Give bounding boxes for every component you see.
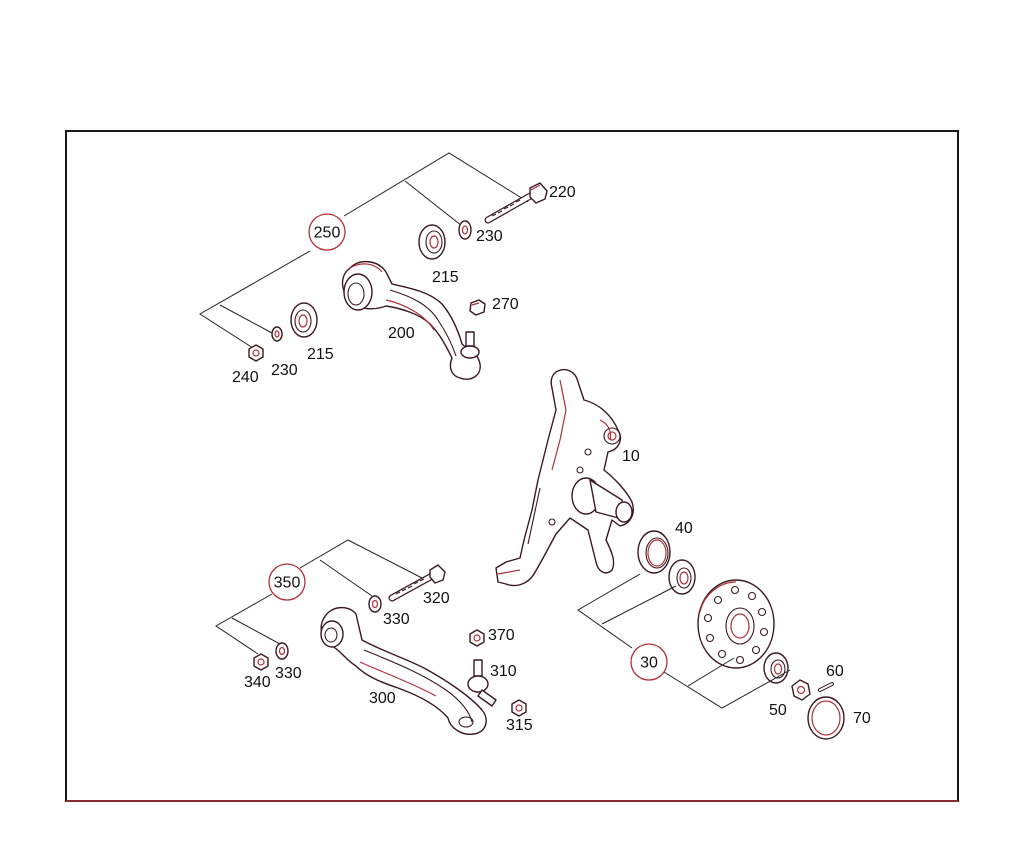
- nut-270: [469, 299, 486, 316]
- callout-350: 350: [268, 563, 306, 601]
- label-370: 370: [488, 627, 515, 644]
- label-320: 320: [423, 590, 450, 607]
- nut-315: [511, 699, 527, 717]
- bushing-215-lower: [290, 302, 318, 338]
- bolt-320: [388, 564, 446, 602]
- lower-arm-leader-lines: [215, 539, 423, 655]
- axle-nut: [791, 679, 811, 701]
- cap-70: [807, 696, 845, 740]
- label-40: 40: [675, 520, 693, 537]
- upper-arm-leader-lines: [199, 152, 529, 349]
- label-215-lower: 215: [307, 346, 334, 363]
- callout-30-label: 30: [640, 655, 658, 672]
- nut-240: [248, 344, 264, 362]
- seal-40: [637, 530, 671, 574]
- label-330-upper: 330: [383, 611, 410, 628]
- label-10: 10: [622, 448, 640, 465]
- nut-340: [253, 653, 269, 671]
- nut-370: [469, 629, 485, 647]
- label-340: 340: [244, 674, 271, 691]
- bolt-220: [484, 182, 548, 224]
- label-240: 240: [232, 369, 259, 386]
- hub-group-leader-lines: [577, 573, 791, 709]
- wheel-hub: [697, 579, 775, 669]
- label-50: 50: [769, 702, 787, 719]
- ball-joint-310: [467, 659, 497, 707]
- label-215-upper: 215: [432, 269, 459, 286]
- callout-250-label: 250: [314, 225, 341, 242]
- label-200: 200: [388, 325, 415, 342]
- bearing-50: [763, 652, 789, 684]
- label-310: 310: [490, 663, 517, 680]
- label-270: 270: [492, 296, 519, 313]
- lower-control-arm-300: [320, 607, 487, 735]
- label-230-lower: 230: [271, 362, 298, 379]
- callout-250: 250: [308, 213, 346, 251]
- bearing-ring: [668, 559, 696, 595]
- screw-60: [818, 682, 834, 692]
- upper-control-arm-200: [341, 261, 481, 380]
- callout-350-label: 350: [274, 575, 301, 592]
- label-330-lower: 330: [275, 665, 302, 682]
- label-300: 300: [369, 690, 396, 707]
- callout-30: 30: [630, 643, 668, 681]
- washer-230-lower: [271, 326, 283, 342]
- washer-230-upper: [458, 220, 472, 240]
- washer-330-lower: [275, 642, 289, 660]
- label-60: 60: [826, 663, 844, 680]
- bushing-215-upper: [418, 224, 446, 260]
- steering-knuckle-10: [495, 368, 634, 587]
- washer-330-upper: [368, 595, 382, 613]
- label-70: 70: [853, 710, 871, 727]
- label-220: 220: [549, 184, 576, 201]
- label-315: 315: [506, 717, 533, 734]
- label-230-upper: 230: [476, 228, 503, 245]
